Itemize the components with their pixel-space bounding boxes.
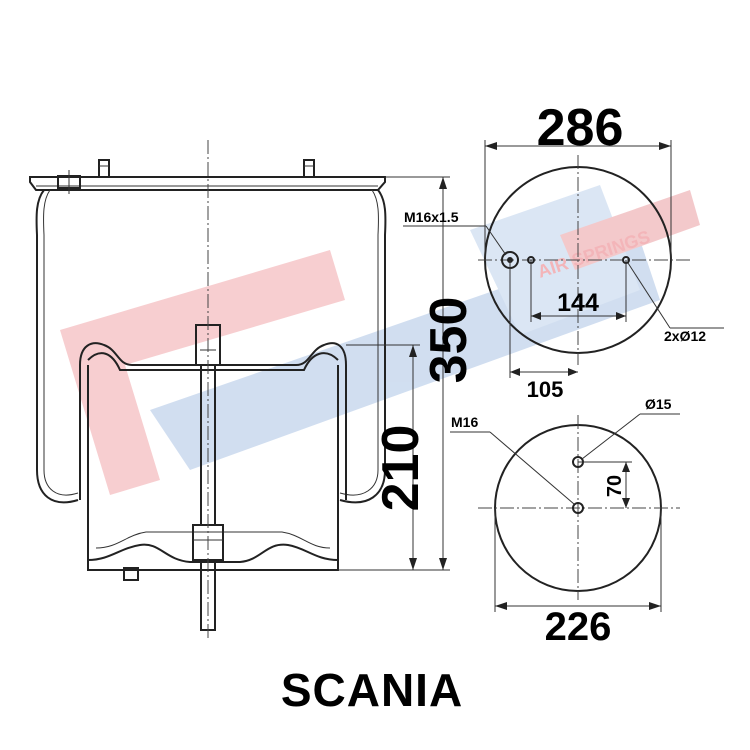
bottom-offset-label: 70 bbox=[604, 475, 626, 497]
piston-base bbox=[87, 543, 339, 571]
bottom-pin bbox=[123, 567, 139, 581]
bolt-spacing-label: 144 bbox=[557, 289, 599, 317]
bottom-diameter-label: 226 bbox=[545, 605, 612, 649]
overall-height-label: 350 bbox=[420, 297, 478, 384]
bottom-plate-view: 226 70 M16 Ø15 bbox=[450, 396, 680, 649]
holes-label: 2xØ12 bbox=[664, 328, 706, 344]
bellows-outline bbox=[35, 189, 387, 504]
bottom-thread-hole bbox=[572, 502, 584, 514]
bottom-hole-label: Ø15 bbox=[645, 396, 672, 412]
bottom-thread-label: M16 bbox=[451, 414, 478, 430]
center-thread-label: M16x1.5 bbox=[404, 209, 459, 225]
product-name: SCANIA bbox=[281, 664, 463, 716]
top-bolt-right bbox=[303, 159, 315, 178]
piston-height-label: 210 bbox=[372, 425, 430, 512]
top-plate-view: 286 144 105 M16x1.5 2xØ12 bbox=[403, 99, 724, 402]
side-view: 350 210 bbox=[29, 140, 478, 640]
top-bolt-left bbox=[98, 159, 110, 178]
offset-label: 105 bbox=[527, 377, 564, 402]
top-diameter-label: 286 bbox=[537, 99, 624, 157]
